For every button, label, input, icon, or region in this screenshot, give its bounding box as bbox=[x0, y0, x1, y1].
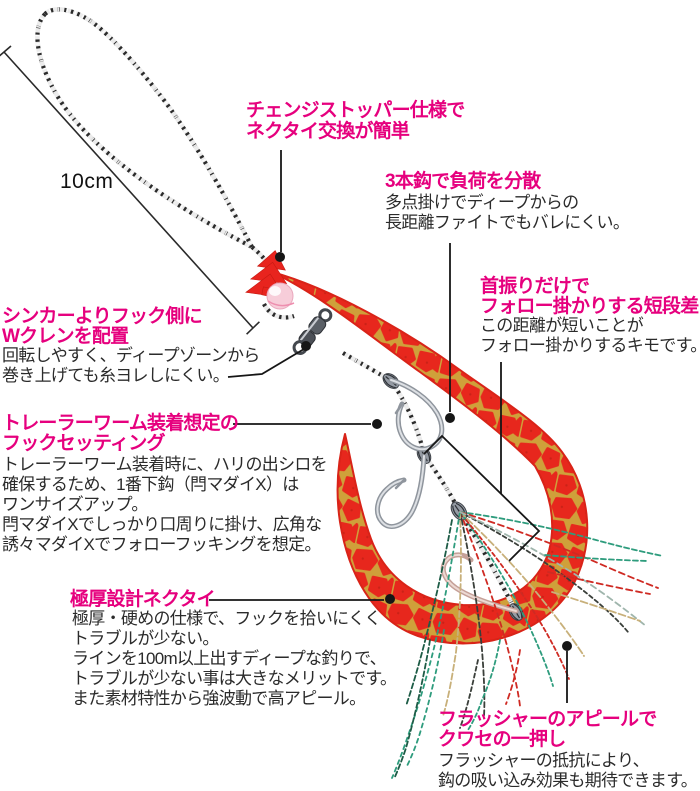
annotation-necktie-body-5: また素材特性から強波動で高アピール。 bbox=[72, 689, 366, 708]
annotation-kubifuri-body-2: フォロー掛かりするキモです。 bbox=[480, 336, 700, 355]
annotation-necktie-body-1: 極厚・硬めの仕様で、フックを拾いにくく bbox=[72, 609, 381, 628]
annotation-necktie-body-4: トラブルが少ない事は大きなメリットです。 bbox=[72, 669, 397, 688]
annotation-trailer-heading-1: トレーラーワーム装着想定の bbox=[2, 413, 239, 434]
callout-sinker-line bbox=[227, 341, 311, 378]
annotation-kubifuri-heading-1: 首振りだけで bbox=[480, 276, 590, 297]
annotation-kubifuri-body-1: この距離が短いことが bbox=[480, 316, 644, 335]
annotation-flasher-heading-1: フラッシャーのアピールで bbox=[438, 709, 657, 730]
annotation-necktie-body-3: ラインを100m以上出すディープな釣りで、 bbox=[72, 649, 387, 668]
annotation-hooks3-body-1: 多点掛けでディープからの bbox=[385, 193, 579, 212]
hook-2 bbox=[374, 453, 427, 529]
callout-kubifuri-bracket bbox=[423, 362, 541, 562]
annotation-sinker-heading-1: シンカーよりフック側に bbox=[2, 306, 203, 327]
annotation-hooks3-body-2: 長距離ファイトでもバレにくい。 bbox=[385, 213, 630, 232]
iridescent-bead bbox=[266, 282, 295, 310]
annotation-changer-heading-1: チェンジストッパー仕様で bbox=[246, 100, 465, 121]
annotation-sinker-body-2: 巻き上げても糸ヨレしにくい。 bbox=[2, 366, 230, 385]
necktie-skirt bbox=[271, 271, 589, 645]
annotation-flasher-body-2: 鈎の吸い込み効果も期待できます。 bbox=[438, 771, 698, 790]
measure-label: 10cm bbox=[60, 170, 114, 193]
annotation-trailer-body-5: 誘々マダイXでフォローフッキングを想定。 bbox=[2, 535, 322, 554]
measure-line-10cm bbox=[0, 45, 260, 335]
w-swivel bbox=[292, 308, 333, 356]
annotation-sinker-heading-2: Wクレンを配置 bbox=[2, 326, 129, 347]
callout-flasher-line bbox=[562, 641, 572, 703]
annotation-trailer-body-4: 閂マダイXでしっかり口周りに掛け、広角な bbox=[2, 515, 322, 534]
annotation-necktie-body-2: トラブルが少ない。 bbox=[72, 629, 219, 648]
annotation-trailer-body-2: 確保するため、1番下鈎（閂マダイX）は bbox=[2, 475, 299, 494]
annotation-trailer-body-1: トレーラーワーム装着時に、ハリの出シロを bbox=[2, 455, 328, 474]
annotation-changer-heading-2: ネクタイ交換が簡単 bbox=[246, 121, 410, 142]
change-stopper bbox=[245, 250, 288, 299]
annotation-sinker-body-1: 回転しやすく、ディープゾーンから bbox=[2, 346, 260, 365]
annotation-trailer-heading-2: フックセッティング bbox=[2, 433, 165, 454]
annotation-trailer-body-3: ワンサイズアップ。 bbox=[2, 495, 148, 514]
callout-changer-line bbox=[275, 150, 285, 262]
annotation-hooks3-heading: 3本鈎で負荷を分散 bbox=[385, 171, 541, 192]
annotation-flasher-body-1: フラッシャーの抵抗により、 bbox=[438, 751, 650, 770]
annotation-kubifuri-heading-2: フォロー掛かりする短段差 bbox=[480, 296, 699, 317]
callout-necktie-line bbox=[209, 594, 395, 604]
annotation-necktie-heading: 極厚設計ネクタイ bbox=[70, 589, 216, 610]
annotation-flasher-heading-2: クワセの一押し bbox=[438, 729, 566, 750]
callout-trailer-line bbox=[233, 419, 382, 429]
leader-loop-line bbox=[37, 9, 275, 271]
flasher-threads bbox=[391, 511, 664, 780]
callout-hooks3-line bbox=[445, 243, 455, 423]
